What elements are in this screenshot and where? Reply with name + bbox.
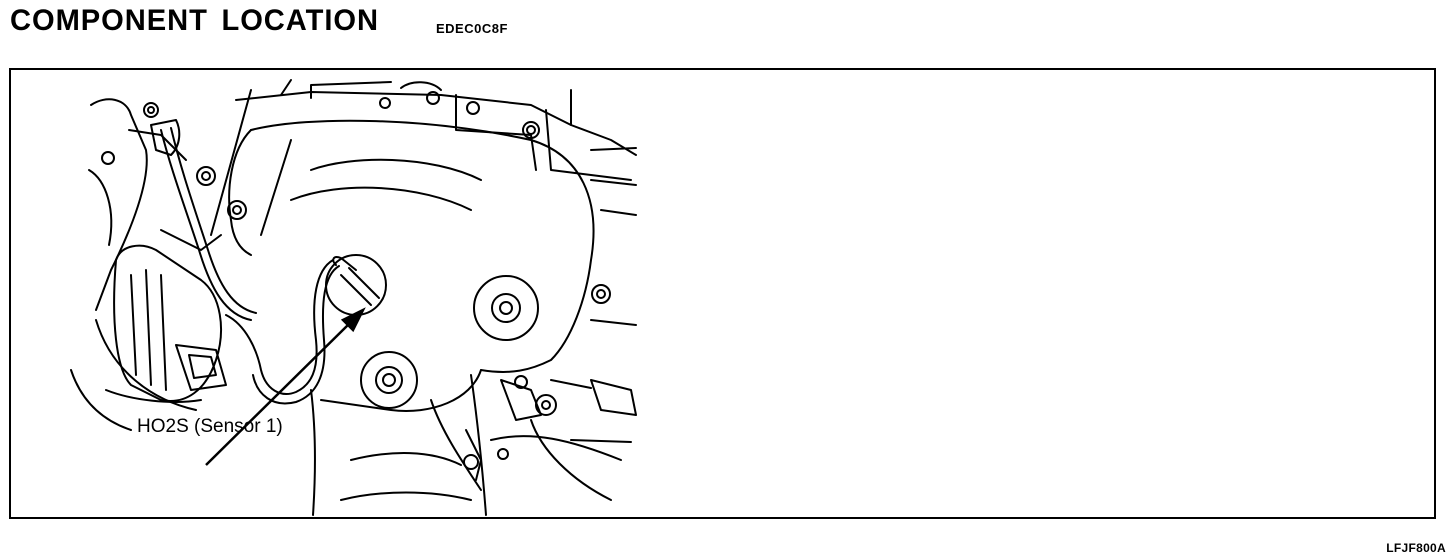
figure-code: LFJF800A: [1386, 541, 1446, 555]
figure-frame: [9, 68, 1436, 519]
section-code: EDEC0C8F: [436, 21, 508, 36]
title-word-location: LOCATION: [221, 4, 380, 37]
ho2s-sensor-callout-label: HO2S (Sensor 1): [137, 416, 283, 437]
title-word-component: COMPONENT: [10, 4, 208, 37]
page-title: COMPONENT LOCATION: [10, 4, 379, 38]
engine-illustration: [70, 79, 637, 516]
